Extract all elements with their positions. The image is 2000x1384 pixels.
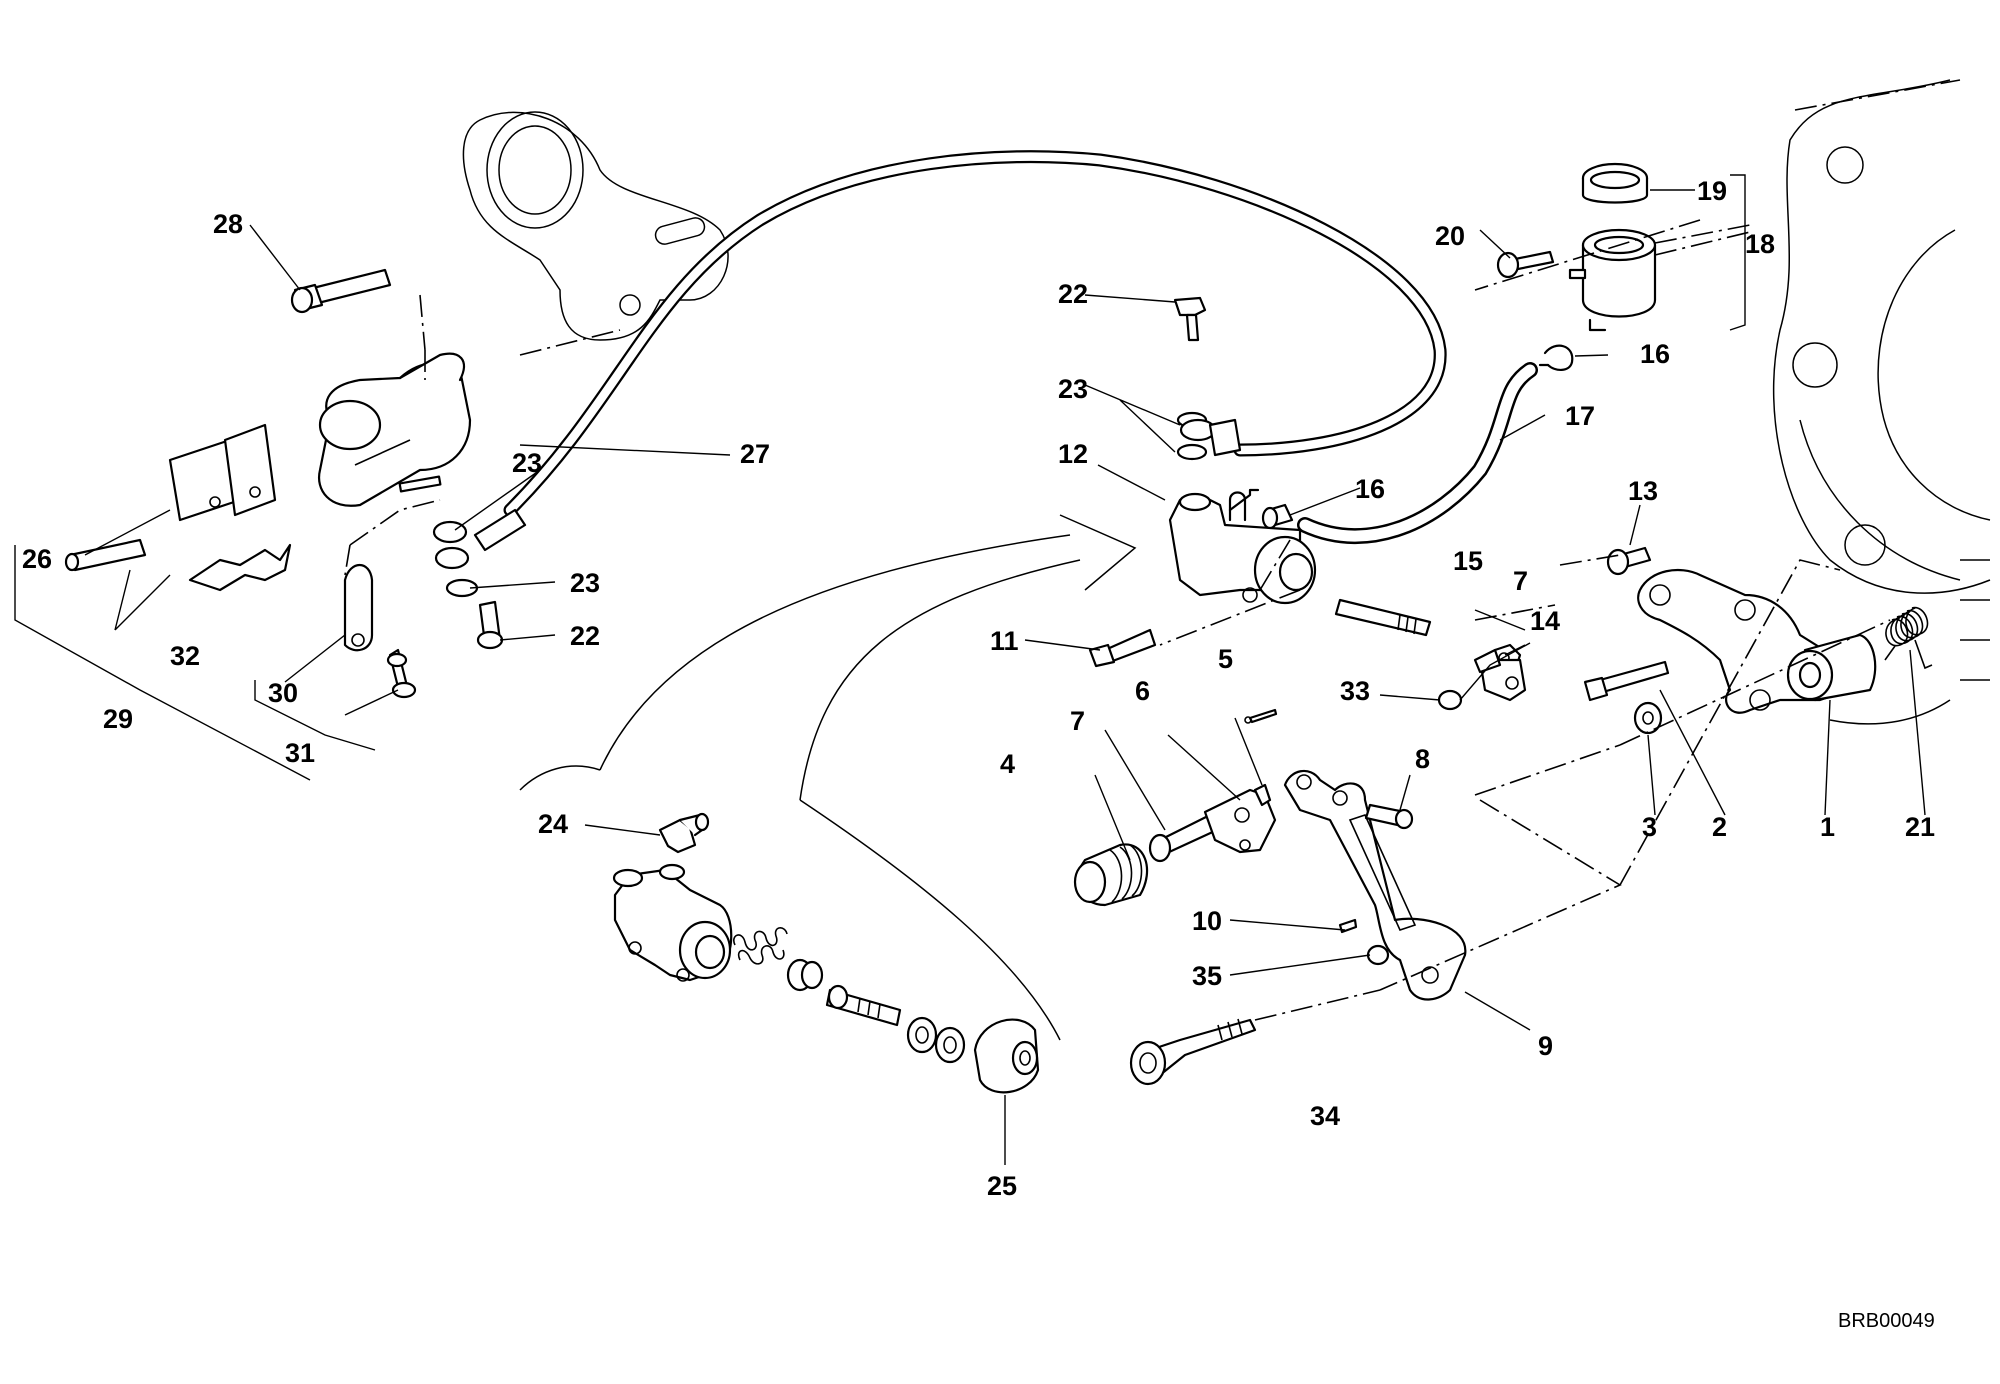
callout-24: 24: [538, 809, 568, 839]
callout-8: 8: [1415, 744, 1430, 774]
callout-29: 29: [103, 704, 133, 734]
callout-13: 13: [1628, 476, 1658, 506]
screw-13: [1606, 546, 1652, 576]
callout-15: 15: [1453, 546, 1483, 576]
boot-4: [1073, 843, 1149, 907]
callout-20: 20: [1435, 221, 1465, 251]
inner-spring: [733, 927, 788, 965]
callout-18: 18: [1745, 229, 1775, 259]
fitting-16-center: [1261, 503, 1294, 530]
callout-10: 10: [1192, 906, 1222, 936]
washer-3: [1633, 701, 1663, 735]
caliper-bracket-outline: [462, 111, 729, 341]
piston-seal: [786, 958, 824, 992]
clip-16-upper: [1538, 344, 1574, 371]
clevis-14: [1473, 648, 1527, 702]
master-cylinder-body-detail: [612, 863, 733, 982]
callout-22-lower: 22: [570, 621, 600, 651]
pad-pin: [64, 538, 147, 572]
callout-23-upper: 23: [1058, 374, 1088, 404]
callout-5: 5: [1218, 644, 1233, 674]
dust-boot-25: [973, 1018, 1040, 1094]
callout-17: 17: [1565, 401, 1595, 431]
flow-arrow: [519, 514, 1137, 1041]
brake-pads: [168, 423, 277, 522]
pad-spring: [188, 543, 292, 592]
callout-33: 33: [1340, 676, 1370, 706]
return-spring-21: [1884, 606, 1933, 670]
callout-21: 21: [1905, 812, 1935, 842]
drawing-code: BRB00049: [1838, 1310, 1935, 1332]
callout-7-lower: 7: [1070, 706, 1085, 736]
caliper-bolt-28: [290, 268, 392, 314]
callout-25: 25: [987, 1171, 1017, 1201]
callout-23-lower: 23: [570, 568, 600, 598]
callout-11: 11: [990, 626, 1019, 656]
callout-6: 6: [1135, 676, 1150, 706]
seal-rings: [906, 1016, 966, 1064]
brake-caliper: [317, 352, 472, 507]
reservoir-cap-19: [1581, 162, 1649, 204]
callout-16-upper: 16: [1640, 339, 1670, 369]
split-pin-5: [1244, 708, 1278, 724]
pivot-bolt-34: [1129, 1018, 1257, 1086]
callout-1: 1: [1820, 812, 1835, 842]
leader-lines: [84, 189, 1926, 1165]
callout-31: 31: [285, 738, 315, 768]
callout-32: 32: [170, 641, 200, 671]
callout-35: 35: [1192, 961, 1222, 991]
nut-35: [1366, 944, 1390, 966]
reservoir-hose-17: [1297, 362, 1538, 545]
pin-8: [1364, 803, 1414, 830]
callout-23-left: 23: [512, 448, 542, 478]
callout-9: 9: [1538, 1031, 1553, 1061]
callout-2: 2: [1712, 812, 1727, 842]
callout-30: 30: [268, 678, 298, 708]
callout-14: 14: [1530, 606, 1560, 636]
callout-27: 27: [740, 439, 770, 469]
banjo-fitting-left: [432, 508, 527, 650]
callout-7-upper: 7: [1513, 566, 1528, 596]
callout-28: 28: [213, 209, 243, 239]
bolt-2: [1583, 660, 1670, 702]
bleed-cap-30: [343, 563, 374, 652]
elbow-fitting-24: [658, 812, 710, 854]
group-brackets: [14, 174, 1746, 781]
master-cylinder-12: [1168, 488, 1317, 605]
callout-19: 19: [1697, 176, 1727, 206]
screw-20: [1496, 250, 1555, 279]
bolt-11: [1088, 628, 1157, 668]
callout-12: 12: [1058, 439, 1088, 469]
callout-34: 34: [1310, 1101, 1340, 1131]
bleed-valve-31: [386, 648, 417, 699]
stud-15: [1334, 598, 1432, 637]
callout-3: 3: [1642, 812, 1657, 842]
callout-4: 4: [1000, 749, 1015, 779]
pushrod-detail: [825, 984, 902, 1027]
circlip-33: [1437, 689, 1463, 711]
brake-hose-27: [503, 150, 1447, 517]
callout-16-center: 16: [1355, 474, 1385, 504]
assembly-lines: [344, 79, 1961, 1021]
reservoir-18: [1568, 228, 1657, 332]
callout-22-upper: 22: [1058, 279, 1088, 309]
callout-26: 26: [22, 544, 52, 574]
upper-banjo-22-23: [1173, 296, 1242, 461]
callout-labels: 1 2 3 4 5 6 7 7 8 9 10 11 12 13 14 15 16…: [22, 176, 1935, 1201]
brake-pedal-9: [1283, 769, 1467, 1001]
engine-casing-outline: [1773, 79, 1991, 725]
clevis-6: [1203, 783, 1277, 854]
